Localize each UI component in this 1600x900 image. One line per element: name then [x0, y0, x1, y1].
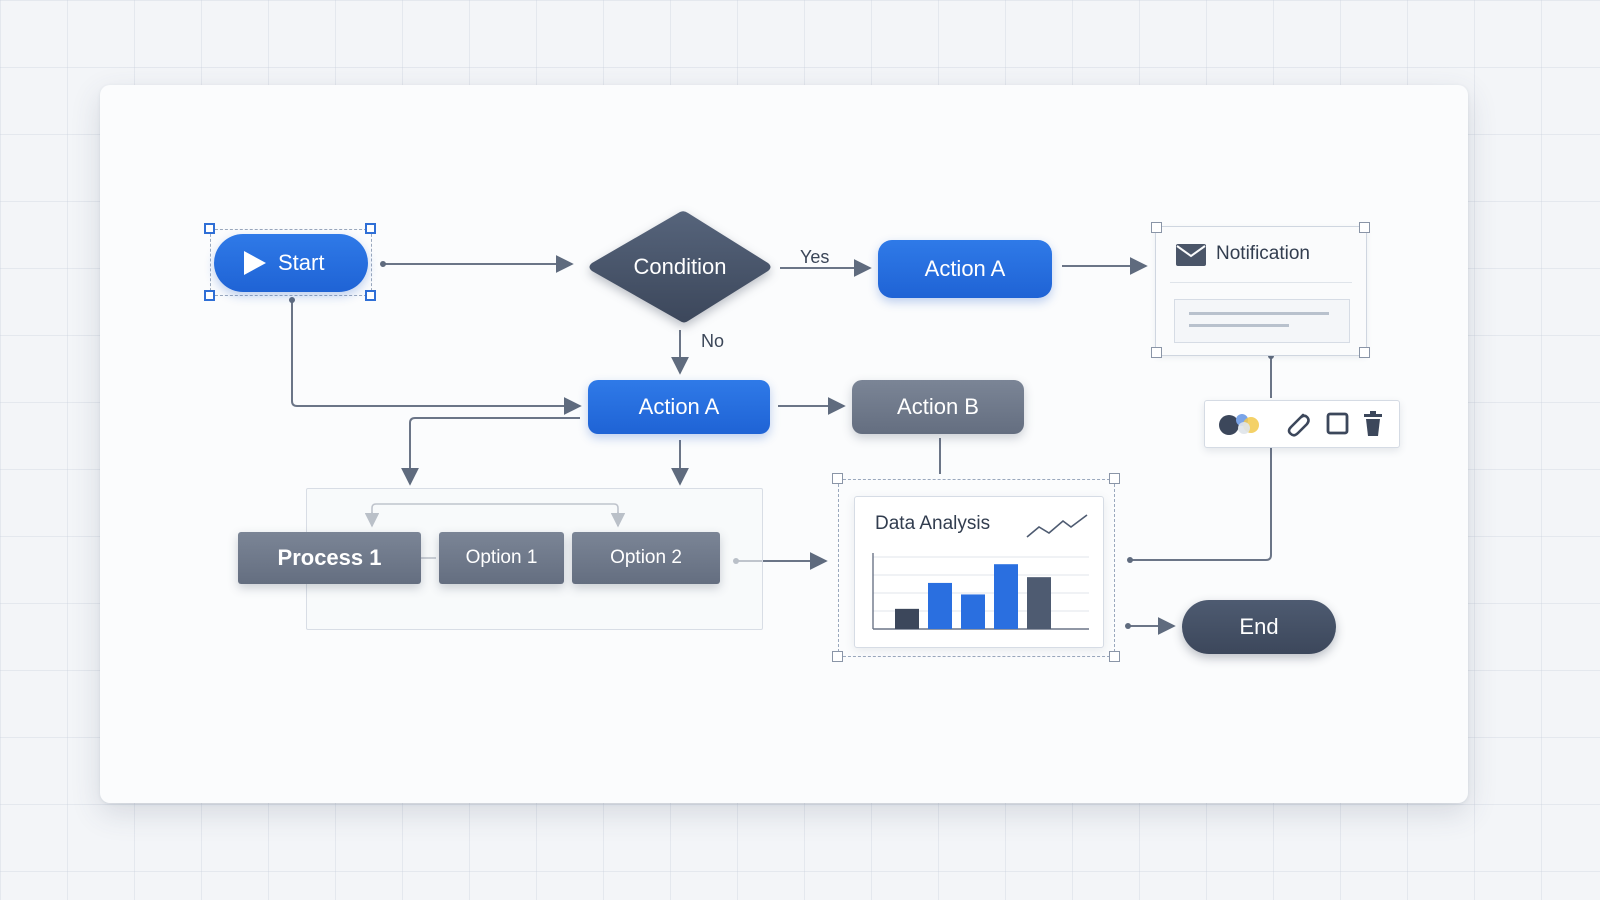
- start-label: Start: [278, 250, 325, 275]
- notification-card[interactable]: Notification: [1155, 226, 1367, 356]
- selection-handle[interactable]: [1359, 222, 1370, 233]
- action-a-top-node[interactable]: Action A: [878, 240, 1052, 298]
- chart-bar: [895, 608, 919, 629]
- edge-label-no: No: [701, 331, 725, 351]
- notification-text-line: [1189, 324, 1289, 327]
- selection-handle[interactable]: [204, 290, 215, 301]
- start-selection-frame: [210, 229, 372, 296]
- notification-title: Notification: [1216, 243, 1310, 264]
- notification-divider: [1170, 282, 1352, 283]
- envelope-icon: [1176, 244, 1206, 266]
- data-analysis-selection-frame: [838, 479, 1115, 657]
- selection-handle[interactable]: [1109, 473, 1120, 484]
- notification-content-box: [1174, 299, 1350, 343]
- selection-handle[interactable]: [204, 223, 215, 234]
- option-1-node[interactable]: Option 1: [439, 532, 564, 584]
- selection-handle[interactable]: [1359, 347, 1370, 358]
- chart-bar: [994, 564, 1018, 629]
- action-b-node[interactable]: Action B: [852, 380, 1024, 434]
- action-a-mid-node[interactable]: Action A: [588, 380, 770, 434]
- paperclip-icon: [1287, 413, 1310, 437]
- data-analysis-title: Data Analysis: [875, 513, 991, 534]
- shape-button[interactable]: [1321, 409, 1353, 439]
- bar-chart: [872, 553, 1089, 630]
- selection-handle[interactable]: [832, 473, 843, 484]
- trash-icon: [1364, 411, 1382, 436]
- selection-handle[interactable]: [832, 651, 843, 662]
- condition-label: Condition: [633, 254, 727, 279]
- selection-handle[interactable]: [365, 223, 376, 234]
- chart-bar: [928, 582, 952, 629]
- selection-handle[interactable]: [1109, 651, 1120, 662]
- notification-text-line: [1189, 312, 1329, 315]
- edge-label-yes: Yes: [800, 247, 830, 267]
- start-node[interactable]: Start: [214, 234, 368, 292]
- square-shape-icon: [1326, 412, 1349, 435]
- chart-bar: [1027, 577, 1051, 629]
- option-2-node[interactable]: Option 2: [572, 532, 720, 584]
- condition-node[interactable]: [585, 208, 775, 326]
- play-icon: [244, 251, 266, 275]
- attach-button[interactable]: [1281, 409, 1313, 439]
- process-1-node[interactable]: Process 1: [238, 532, 421, 584]
- data-analysis-node[interactable]: Data Analysis: [854, 496, 1104, 648]
- selection-handle[interactable]: [1151, 222, 1162, 233]
- node-toolbar: [1204, 400, 1400, 448]
- color-palette-button[interactable]: [1217, 409, 1267, 439]
- color-palette-icon: [1219, 414, 1259, 435]
- selection-handle[interactable]: [365, 290, 376, 301]
- trend-line-icon: [1026, 514, 1088, 538]
- selection-handle[interactable]: [1151, 347, 1162, 358]
- chart-bar: [961, 594, 985, 629]
- delete-button[interactable]: [1357, 409, 1389, 439]
- end-node[interactable]: End: [1182, 600, 1336, 654]
